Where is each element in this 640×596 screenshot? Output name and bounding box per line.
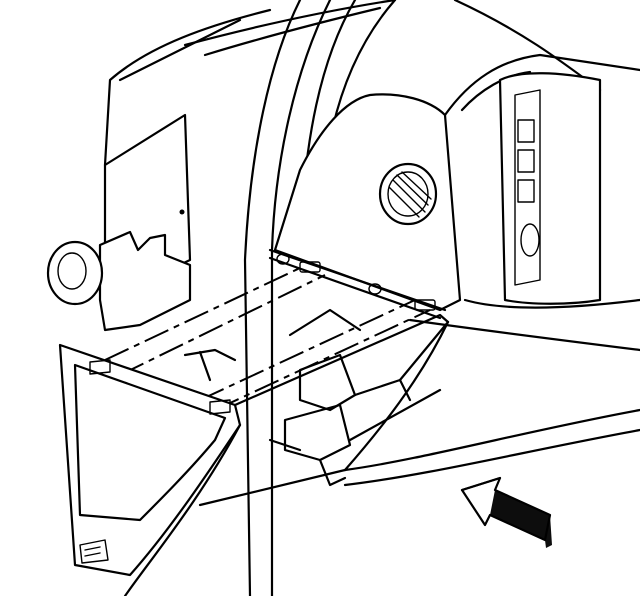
instrument-panel (443, 53, 640, 309)
alignment-lines (104, 267, 431, 411)
dash-trim-panel (58, 313, 450, 596)
left-body-panel (98, 113, 192, 332)
dash-opening-frame (268, 248, 447, 320)
lower-dash-contours (343, 318, 640, 487)
direction-arrow-icon (460, 476, 552, 548)
pillar-lines (243, 0, 397, 596)
round-air-vent-icon (378, 162, 438, 226)
left-round-disc (46, 240, 104, 306)
dash-end-panel (273, 93, 462, 312)
upper-body-contours (103, 0, 602, 167)
